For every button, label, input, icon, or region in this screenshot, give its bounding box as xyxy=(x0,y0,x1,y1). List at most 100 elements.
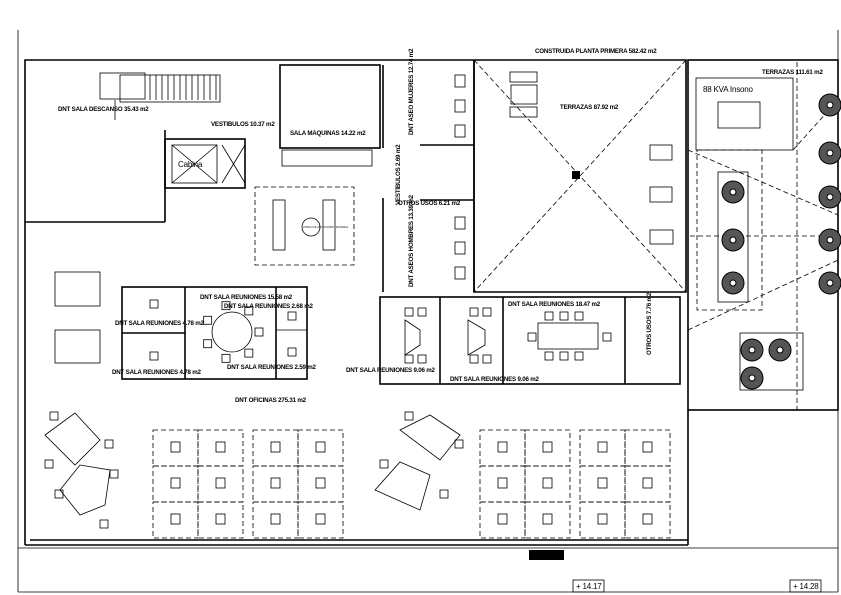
chair-icon xyxy=(404,354,414,364)
chair-icon xyxy=(542,477,553,489)
chair-icon xyxy=(597,441,608,453)
chair-icon xyxy=(49,411,59,421)
chair-icon xyxy=(287,311,297,321)
chair-icon xyxy=(574,351,584,361)
fan-hub-icon xyxy=(826,279,834,287)
building-walls xyxy=(24,59,841,546)
chair-icon xyxy=(642,477,653,489)
toilet-icon xyxy=(454,216,466,230)
chair-icon xyxy=(404,307,414,317)
label-reuniones-4-78-b: DNT SALA REUNIONES 4.78 m2 xyxy=(112,369,202,376)
chair-icon xyxy=(170,441,181,453)
chair-icon xyxy=(379,459,389,469)
label-terrazas-center: TERRAZAS 87.92 m2 xyxy=(560,104,619,111)
label-oficinas: DNT OFICINAS 275.31 m2 xyxy=(235,397,307,404)
chair-icon xyxy=(315,513,326,525)
chair-icon xyxy=(215,441,226,453)
collaboration-zone-marker xyxy=(301,217,321,237)
elevation-2: + 14.28 xyxy=(793,582,819,591)
chair-icon xyxy=(559,311,569,321)
desk xyxy=(624,501,671,539)
chair-icon xyxy=(542,513,553,525)
chair-icon xyxy=(270,441,281,453)
label-cabina: Cabina xyxy=(178,160,203,169)
sheet-frame xyxy=(17,30,839,593)
desk xyxy=(479,465,526,503)
chair-icon xyxy=(404,411,414,421)
chair-icon xyxy=(454,439,464,449)
chair-icon xyxy=(602,332,612,342)
chair-icon xyxy=(544,351,554,361)
fan-hub-icon xyxy=(748,346,756,354)
desk xyxy=(252,429,299,467)
chair-icon xyxy=(559,351,569,361)
toilet-icon xyxy=(454,99,466,113)
desk xyxy=(197,429,244,467)
desk xyxy=(579,465,626,503)
room-labels: CONSTRUIDA PLANTA PRIMERA 582.42 m2 TERR… xyxy=(58,48,824,404)
toilet-icon xyxy=(454,124,466,138)
chair-icon xyxy=(149,299,159,309)
label-colaboracion: ZONA COLABORACIÓN INFORMAL xyxy=(303,224,349,229)
toilet-icon xyxy=(454,74,466,88)
elevation-1: + 14.17 xyxy=(576,582,602,591)
chair-icon xyxy=(469,307,479,317)
chair-icon xyxy=(497,477,508,489)
label-otros-usos-1: OTROS USOS 6.21 m2 xyxy=(398,200,461,207)
chair-icon xyxy=(270,477,281,489)
fan-hub-icon xyxy=(729,279,737,287)
chair-icon xyxy=(244,348,254,358)
chair-icon xyxy=(104,439,114,449)
fan-hub-icon xyxy=(826,193,834,201)
label-reuniones-4-78-a: DNT SALA REUNIONES 4.78 m2 xyxy=(115,320,205,327)
chair-icon xyxy=(221,301,231,311)
chair-icon xyxy=(149,351,159,361)
fan-hub-icon xyxy=(826,101,834,109)
chair-icon xyxy=(315,441,326,453)
chair-icon xyxy=(99,519,109,529)
chair-icon xyxy=(439,489,449,499)
chair-icon xyxy=(597,477,608,489)
chair-icon xyxy=(482,354,492,364)
label-aseos-hombres: DNT ASEOS HOMBRES 13.39 m2 xyxy=(408,194,415,287)
desk xyxy=(479,501,526,539)
label-otros-usos-2: OTROS USOS 7.76 m2 xyxy=(646,292,653,355)
chair-icon xyxy=(54,489,64,499)
chair-icon xyxy=(642,513,653,525)
desk xyxy=(579,501,626,539)
label-reuniones-2-68: DNT SALA REUNIONES 2.68 m2 xyxy=(224,303,314,310)
desk xyxy=(524,465,571,503)
label-sala-maquinas: SALA MAQUINAS 14.22 m2 xyxy=(290,130,366,137)
chair-icon xyxy=(574,311,584,321)
fan-hub-icon xyxy=(748,374,756,382)
chair-icon xyxy=(497,513,508,525)
chair-icon xyxy=(315,477,326,489)
label-reuniones-9-a: DNT SALA REUNIONES 9.06 m2 xyxy=(346,367,436,374)
desk xyxy=(197,501,244,539)
chair-icon xyxy=(469,354,479,364)
desk xyxy=(152,429,199,467)
chair-icon xyxy=(203,339,213,349)
chair-icon xyxy=(270,513,281,525)
fan-hub-icon xyxy=(729,236,737,244)
desk xyxy=(624,429,671,467)
chairs xyxy=(44,299,653,529)
fan-hub-icon xyxy=(826,149,834,157)
chair-icon xyxy=(254,327,264,337)
label-terrazas-right: TERRAZAS 111.61 m2 xyxy=(762,69,823,76)
fan-hub-icon xyxy=(826,236,834,244)
label-aseo-mujeres: DNT ASEO MUJERES 12.74 m2 xyxy=(408,48,415,135)
label-reuniones-2-59: DNT SALA REUNIONES 2.59 m2 xyxy=(227,364,317,371)
chair-icon xyxy=(170,477,181,489)
desk xyxy=(297,429,344,467)
chair-icon xyxy=(642,441,653,453)
desk xyxy=(252,465,299,503)
label-sala-descanso: DNT SALA DESCANSO 35.43 m2 xyxy=(58,106,149,113)
chair-icon xyxy=(417,307,427,317)
fan-hub-icon xyxy=(729,188,737,196)
chair-icon xyxy=(215,513,226,525)
label-vestibulos-2: VESTIBULOS 2.69 m2 xyxy=(395,144,402,205)
scale-bar xyxy=(529,550,564,560)
desk xyxy=(297,465,344,503)
